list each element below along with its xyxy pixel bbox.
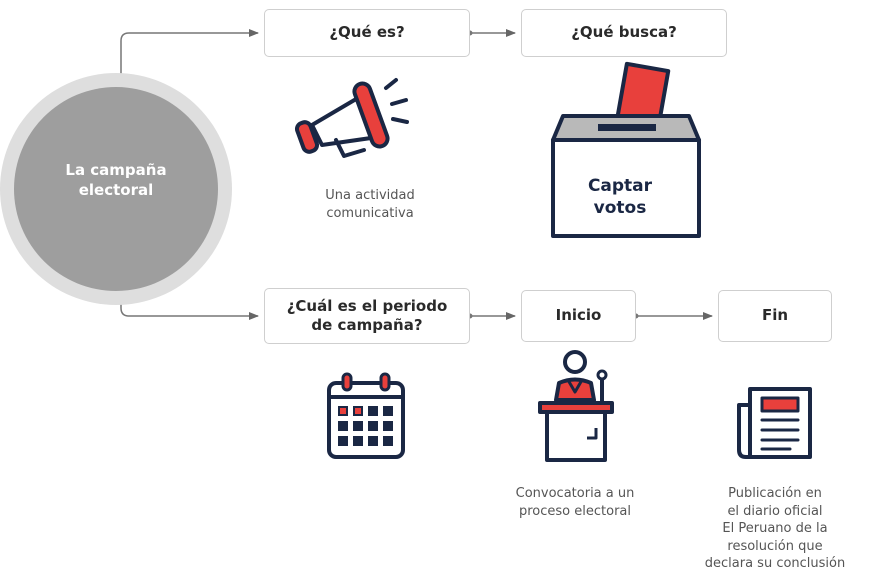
ballot-box-label: Captar votos xyxy=(587,176,653,219)
box-fin-label: Fin xyxy=(761,306,789,325)
megaphone-icon xyxy=(294,78,409,158)
connectors xyxy=(120,29,713,320)
connector-bottom xyxy=(120,292,259,320)
caption-fin: Publicación en el diario oficial El Peru… xyxy=(704,486,846,572)
box-que-busca: ¿Qué busca? xyxy=(521,9,727,57)
box-fin: Fin xyxy=(718,290,832,342)
box-periodo: ¿Cuál es el periodo de campaña? xyxy=(264,288,470,344)
ballot-box-icon xyxy=(551,61,701,238)
box-periodo-label: ¿Cuál es el periodo de campaña? xyxy=(286,296,448,335)
central-circle xyxy=(0,73,232,305)
box-inicio: Inicio xyxy=(521,290,636,342)
calendar-icon xyxy=(327,372,405,459)
caption-que-es: Una actividad comunicativa xyxy=(325,188,415,221)
newspaper-icon xyxy=(737,387,812,459)
speaker-podium-icon xyxy=(538,350,614,462)
connector-top xyxy=(120,29,259,105)
box-que-es: ¿Qué es? xyxy=(264,9,470,57)
box-que-es-label: ¿Qué es? xyxy=(329,23,405,42)
box-que-busca-label: ¿Qué busca? xyxy=(571,23,677,42)
caption-inicio: Convocatoria a un proceso electoral xyxy=(515,486,635,519)
box-inicio-label: Inicio xyxy=(555,306,602,325)
central-topic-label: La campaña electoral xyxy=(65,161,167,200)
